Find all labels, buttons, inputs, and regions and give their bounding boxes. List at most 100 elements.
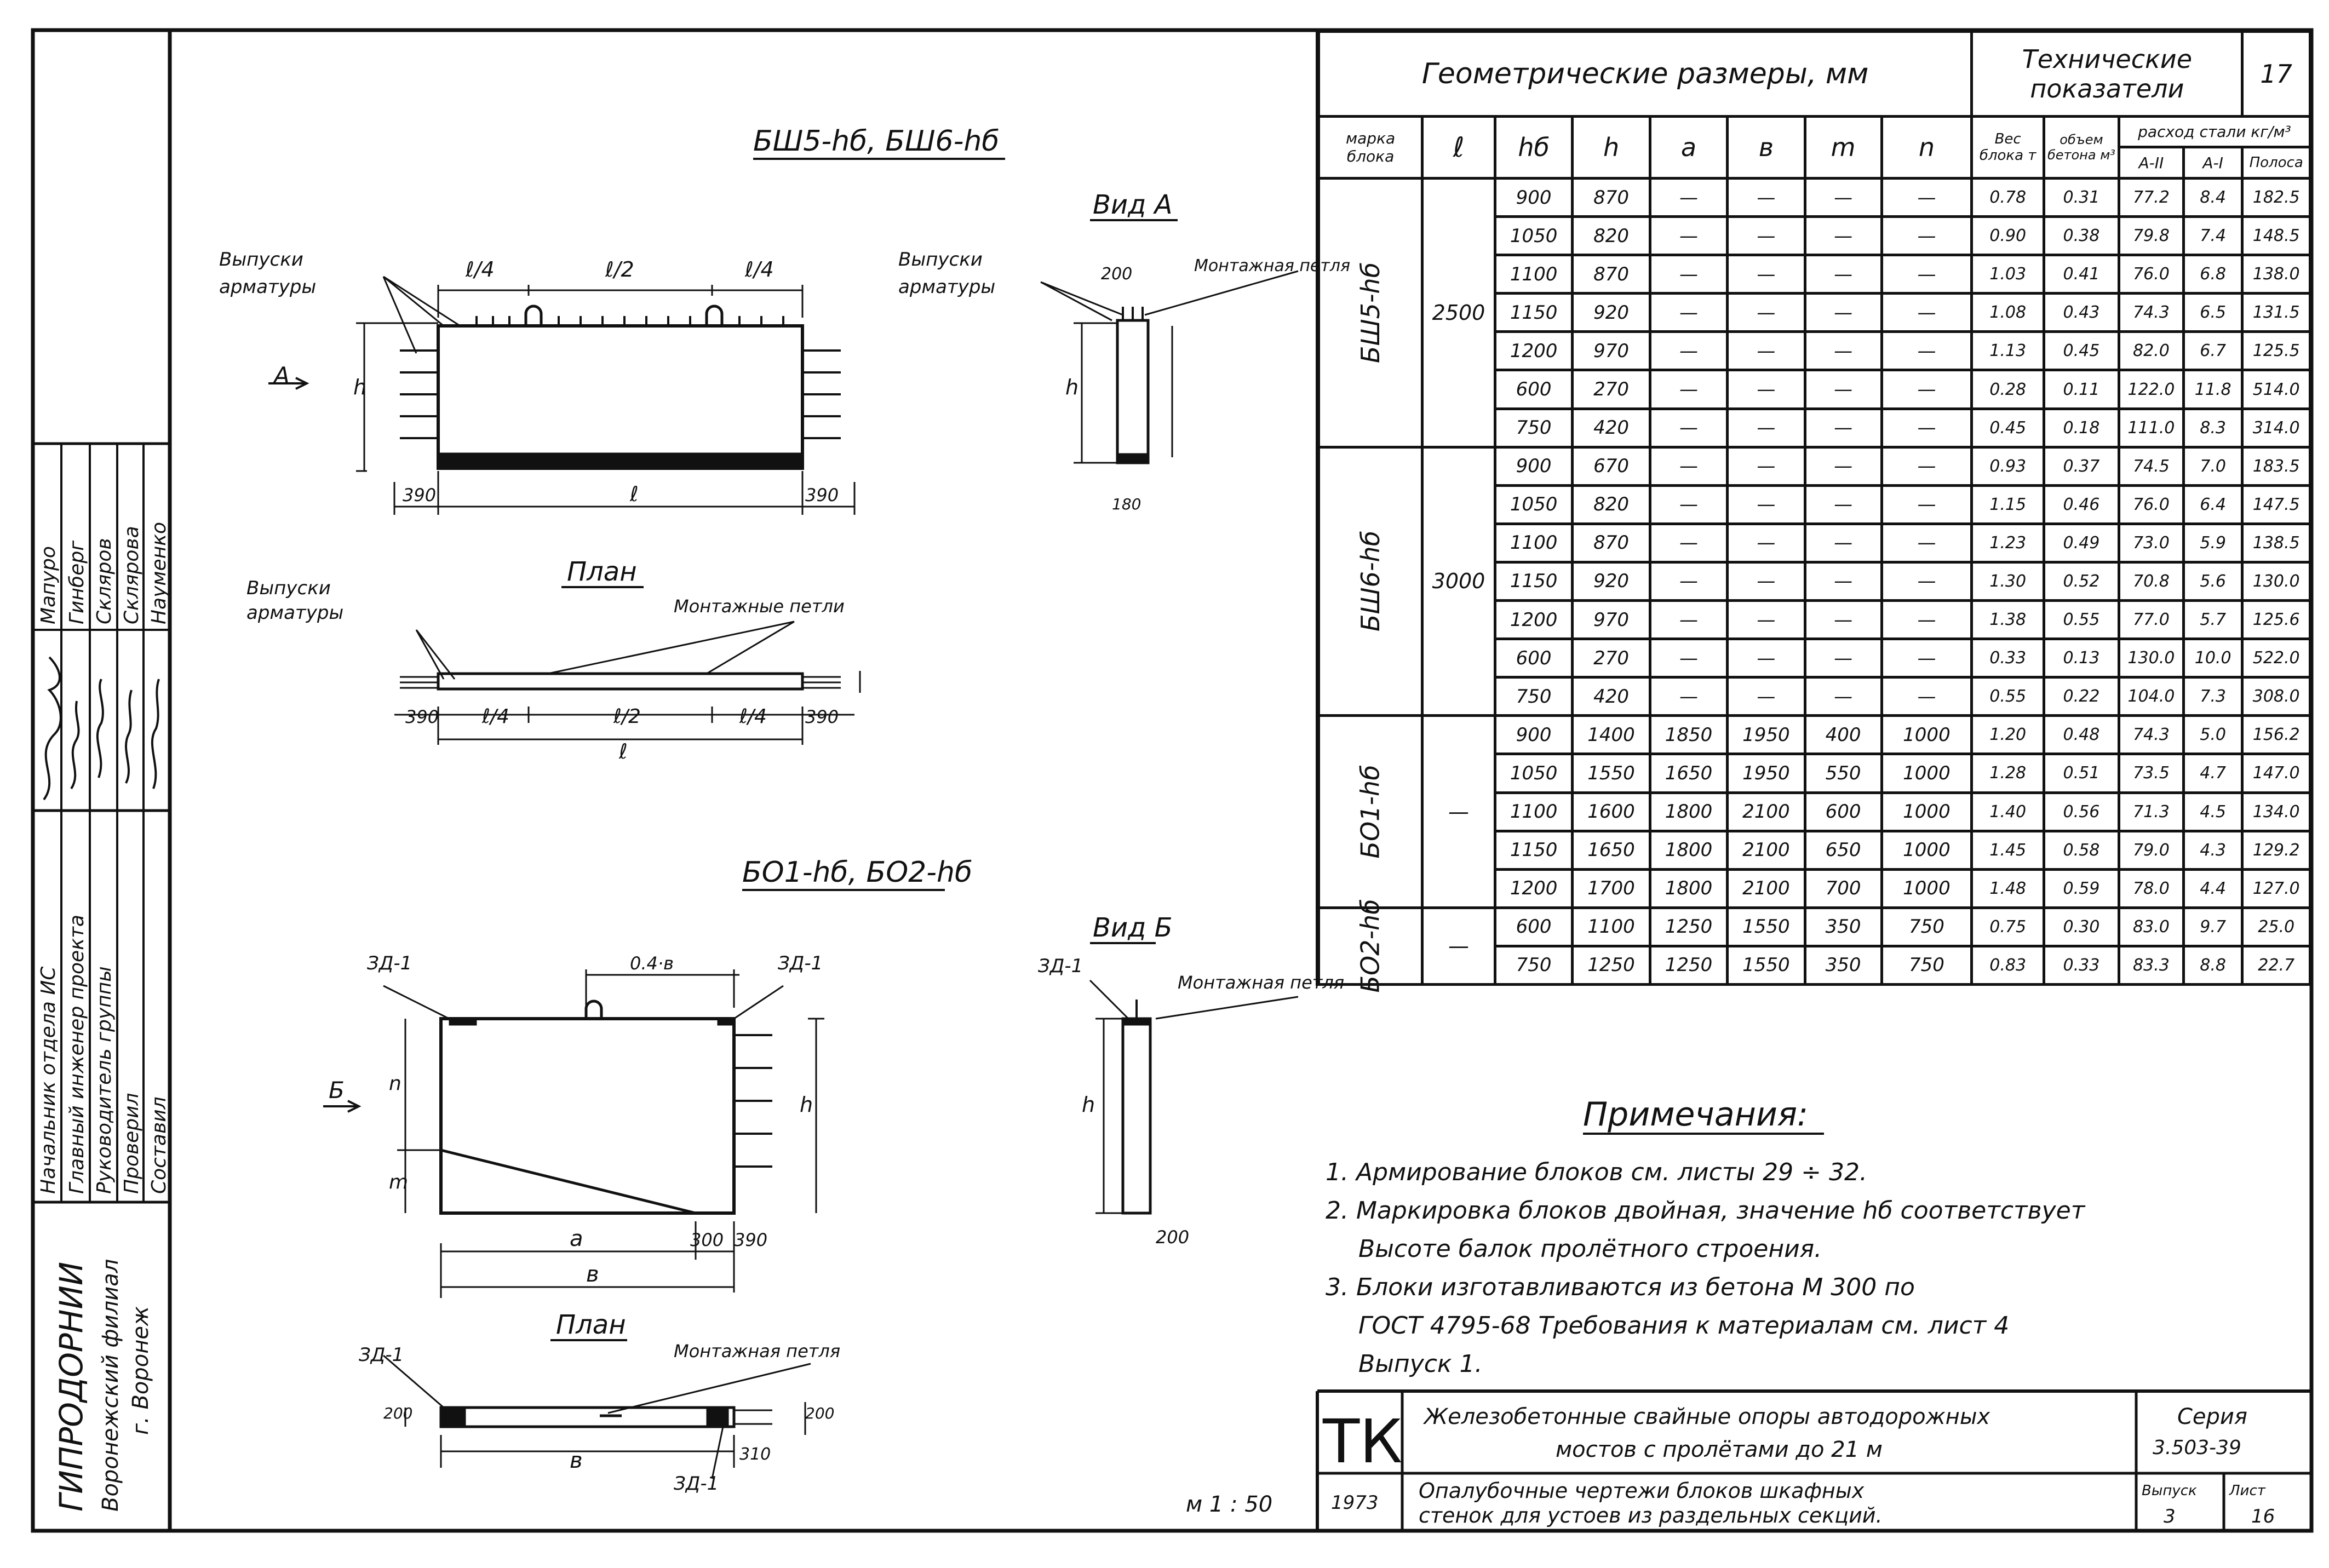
- svg-text:390: 390: [805, 485, 839, 506]
- table-cell: 1150: [1493, 829, 1574, 871]
- svg-text:А: А: [272, 362, 290, 389]
- table-cell: 74.3: [2117, 292, 2185, 334]
- table-cell: 138.0: [2241, 254, 2311, 295]
- svg-text:Начальник отдела ИС: Начальник отдела ИС: [37, 966, 60, 1194]
- svg-text:Выпуски: Выпуски: [898, 249, 983, 271]
- table-cell: 0.31: [2042, 176, 2120, 219]
- table-cell: 1800: [1648, 868, 1729, 909]
- table-cell: 0.37: [2042, 445, 2120, 487]
- table-cell: 7.0: [2182, 445, 2244, 487]
- table-cell: 1400: [1571, 714, 1651, 756]
- table-cell: 0.33: [1970, 637, 2045, 679]
- table-cell: 0.22: [2042, 676, 2120, 717]
- svg-text:арматуры: арматуры: [898, 276, 995, 298]
- table-cell: 1000: [1880, 753, 1974, 794]
- table-cell: 600: [1493, 906, 1574, 947]
- svg-text:в: в: [570, 1448, 583, 1473]
- svg-text:Руководитель группы: Руководитель группы: [93, 966, 116, 1194]
- table-cell: 79.8: [2117, 215, 2185, 257]
- table-cell: 70.8: [2117, 560, 2185, 602]
- table-cell: —: [1726, 254, 1806, 295]
- table-cell: 600: [1803, 791, 1883, 832]
- svg-text:ЗД-1: ЗД-1: [359, 1344, 404, 1366]
- svg-text:арматуры: арматуры: [219, 276, 316, 298]
- table-cell: 25.0: [2241, 906, 2311, 947]
- svg-text:Лист: Лист: [2229, 1483, 2266, 1499]
- table-cell: 600: [1493, 637, 1574, 679]
- year: 1973: [1331, 1492, 1379, 1514]
- block-length: —: [1421, 906, 1496, 986]
- table-cell: 1.13: [1970, 330, 2045, 372]
- org-name: ГИПРОДОРНИИ: [53, 1262, 90, 1512]
- table-cell: 308.0: [2241, 676, 2311, 717]
- table-cell: 0.83: [1970, 944, 2045, 986]
- table-cell: —: [1726, 522, 1806, 564]
- svg-text:300: 300: [690, 1230, 724, 1250]
- table-cell: 870: [1571, 522, 1651, 564]
- table-cell: 750: [1493, 676, 1574, 717]
- svg-text:ЗД-1: ЗД-1: [367, 952, 412, 974]
- table-cell: 1000: [1880, 791, 1974, 832]
- table-cell: 750: [1493, 407, 1574, 449]
- table-cell: 129.2: [2241, 829, 2311, 871]
- svg-text:арматуры: арматуры: [246, 602, 343, 624]
- table-cell: —: [1648, 560, 1729, 602]
- table-cell: —: [1803, 676, 1883, 717]
- svg-text:ℓ/4: ℓ/4: [744, 257, 774, 282]
- table-cell: 600: [1493, 369, 1574, 410]
- table-cell: —: [1726, 407, 1806, 449]
- table-cell: 0.45: [2042, 330, 2120, 372]
- svg-text:200: 200: [1101, 265, 1132, 284]
- table-cell: 76.0: [2117, 484, 2185, 525]
- table-cell: —: [1648, 484, 1729, 525]
- table-cell: 550: [1803, 753, 1883, 794]
- table-cell: —: [1648, 254, 1729, 295]
- sheet-value: 16: [2251, 1506, 2275, 1527]
- table-cell: —: [1648, 215, 1729, 257]
- table-cell: —: [1726, 560, 1806, 602]
- drawing-title-2: стенок для устоев из раздельных секций.: [1419, 1503, 1883, 1527]
- svg-text:390: 390: [734, 1230, 767, 1250]
- block-mark: БО1-hб: [1317, 714, 1424, 909]
- table-cell: 650: [1803, 829, 1883, 871]
- svg-text:Главный инженер проекта: Главный инженер проекта: [66, 915, 88, 1194]
- table-cell: —: [1880, 637, 1974, 679]
- table-cell: —: [1726, 292, 1806, 334]
- table-cell: 8.4: [2182, 176, 2244, 219]
- table-cell: —: [1880, 599, 1974, 641]
- table-cell: —: [1803, 292, 1883, 334]
- block-mark: БШ6-hб: [1317, 445, 1424, 717]
- table-cell: —: [1648, 292, 1729, 334]
- table-cell: 420: [1571, 407, 1651, 449]
- table-cell: 138.5: [2241, 522, 2311, 564]
- table-cell: 420: [1571, 676, 1651, 717]
- svg-text:Составил: Составил: [148, 1096, 170, 1194]
- table-cell: 400: [1803, 714, 1883, 756]
- table-cell: 6.8: [2182, 254, 2244, 295]
- svg-text:h: h: [1082, 1093, 1095, 1117]
- table-cell: 1.20: [1970, 714, 2045, 756]
- table-cell: 1100: [1493, 254, 1574, 295]
- table-cell: —: [1803, 599, 1883, 641]
- table-cell: 1100: [1571, 906, 1651, 947]
- table-cell: 127.0: [2241, 868, 2311, 909]
- table-cell: 0.56: [2042, 791, 2120, 832]
- table-cell: 183.5: [2241, 445, 2311, 487]
- table-cell: —: [1803, 560, 1883, 602]
- signatures: [43, 656, 160, 801]
- table-cell: 1200: [1493, 330, 1574, 372]
- svg-text:Монтажная петля: Монтажная петля: [1178, 972, 1344, 993]
- table-cell: —: [1880, 292, 1974, 334]
- table-cell: 750: [1880, 906, 1974, 947]
- table-cell: 0.13: [2042, 637, 2120, 679]
